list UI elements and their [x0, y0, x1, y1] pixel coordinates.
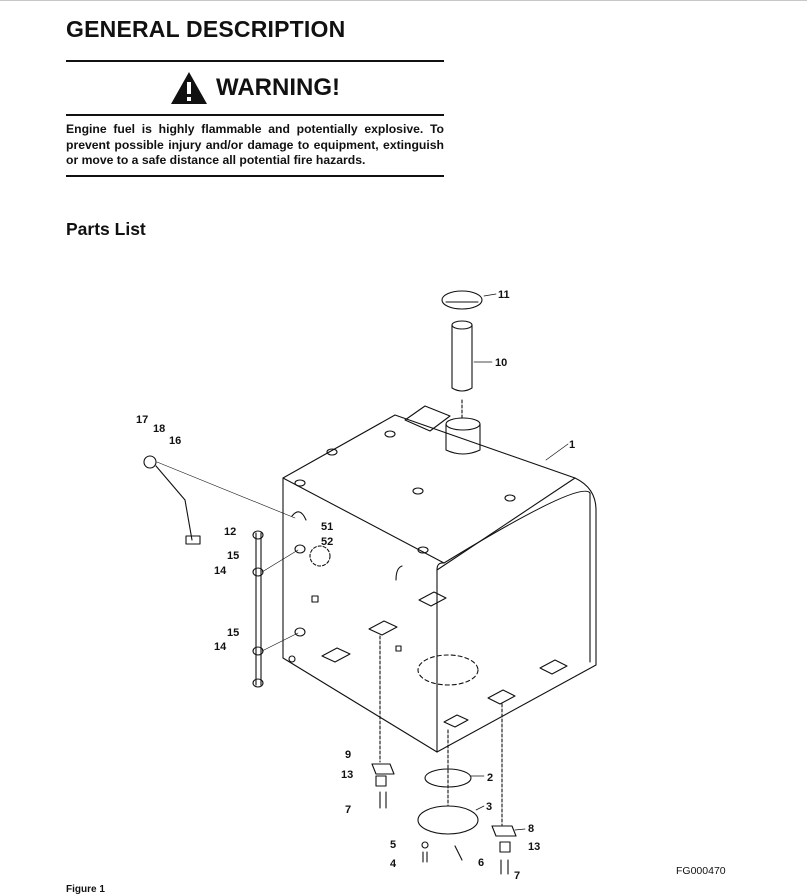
tank-left-edge [282, 477, 438, 753]
callout-6: 6 [478, 857, 484, 869]
side-plug [395, 645, 402, 652]
filler-neck-body [445, 423, 481, 455]
callout-15: 15 [227, 550, 239, 562]
callout-12: 12 [224, 526, 236, 538]
gauge-float-arm [155, 465, 193, 541]
mount-pad [321, 647, 351, 663]
callout-18: 18 [153, 423, 165, 435]
callout-8: 8 [528, 823, 534, 835]
callout-10: 10 [495, 357, 507, 369]
top-boss [294, 479, 306, 487]
top-boss [412, 487, 424, 495]
warning-box: WARNING! Engine fuel is highly flammable… [66, 60, 444, 178]
mount-pad [368, 620, 398, 636]
top-boss [384, 430, 396, 438]
bottom-opening [417, 654, 479, 686]
top-boss [504, 494, 516, 502]
callout-11: 11 [498, 289, 510, 301]
callout-13: 13 [341, 769, 353, 781]
callout-1: 1 [569, 439, 575, 451]
callout-labels: 1 2 3 4 5 6 7 7 8 9 10 11 12 13 13 14 14… [136, 289, 575, 882]
callout-7b: 7 [514, 870, 520, 882]
figure-code: FG000470 [676, 865, 726, 877]
drain-valve [454, 845, 463, 861]
vent-tube [395, 565, 403, 581]
warning-header: WARNING! [66, 62, 444, 114]
top-boss [326, 448, 338, 456]
callout-13b: 13 [528, 841, 540, 853]
warning-title-rule [66, 114, 444, 116]
callout-14: 14 [214, 565, 227, 577]
filler-neck-top [445, 417, 481, 431]
warning-bottom-rule [66, 175, 444, 178]
side-plug [288, 655, 296, 663]
callout-9: 9 [345, 749, 351, 761]
mount-pad [539, 659, 568, 675]
tank-outline [282, 414, 597, 753]
warning-triangle-icon [171, 72, 207, 104]
warning-text: Engine fuel is highly flammable and pote… [66, 122, 444, 168]
gauge-sender [143, 455, 157, 469]
side-plug [311, 595, 319, 603]
side-opening [309, 545, 331, 567]
callout-2: 2 [487, 772, 493, 784]
callout-7: 7 [345, 804, 351, 816]
tank-top-front-edge [436, 477, 576, 571]
page-title: GENERAL DESCRIPTION [66, 16, 346, 42]
callout-4: 4 [390, 858, 397, 870]
warning-top-rule [66, 60, 444, 62]
gauge-float [185, 535, 201, 545]
callout-52: 52 [321, 536, 333, 548]
callout-5: 5 [390, 839, 396, 851]
mount-pad [487, 689, 516, 705]
tank-curve [443, 490, 591, 663]
top-boss [417, 546, 429, 554]
callout-15b: 15 [227, 627, 239, 639]
bracket-9 [371, 763, 395, 775]
mount-pad [418, 591, 447, 607]
bracket-8 [491, 825, 517, 837]
drain-plate [417, 805, 479, 835]
figure-caption: Figure 1 [66, 884, 105, 894]
fuel-cap [441, 290, 483, 310]
sender-plate [404, 405, 451, 432]
callout-17: 17 [136, 414, 148, 426]
callout-14b: 14 [214, 641, 227, 653]
callout-16: 16 [169, 435, 181, 447]
page-top-border [0, 0, 807, 1]
callout-51: 51 [321, 521, 333, 533]
fuel-strainer [451, 324, 473, 392]
warning-title: WARNING! [216, 74, 340, 101]
callout-3: 3 [486, 801, 492, 813]
parts-list-heading: Parts List [66, 219, 146, 239]
mount-pad [443, 714, 469, 728]
